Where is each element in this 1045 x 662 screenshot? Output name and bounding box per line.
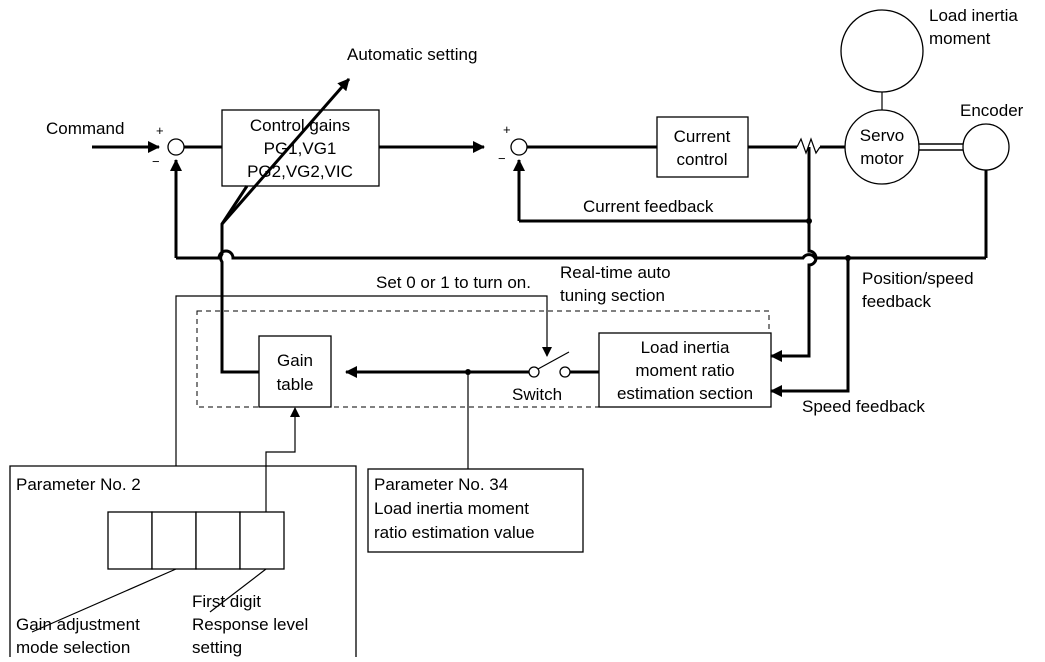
switch-blade [537, 351, 570, 370]
gain-adjust-leader [31, 568, 177, 633]
first-digit-line1: First digit [192, 592, 261, 611]
param2-digit-3 [151, 511, 197, 570]
param34-line3: ratio estimation value [374, 523, 535, 542]
current-feedback-label: Current feedback [583, 197, 714, 216]
load-inertia-circle [840, 9, 924, 93]
param2-digit-4 [107, 511, 153, 570]
current-control-line1: Current [674, 127, 731, 146]
first-digit-line3: setting [192, 638, 242, 657]
estimation-line3: estimation section [617, 384, 753, 403]
set-on-label: Set 0 or 1 to turn on. [376, 273, 531, 292]
gain-table-to-gains-line [219, 185, 259, 374]
estimation-line1: Load inertia [641, 338, 730, 357]
estimation-section-box [598, 332, 772, 408]
realtime-section-line1: Real-time auto [560, 263, 671, 282]
position-feedback-line2: feedback [862, 292, 931, 311]
control-gains-box [221, 109, 380, 187]
current-control-box [656, 116, 749, 178]
sum1-minus: − [152, 154, 160, 169]
switch-control-line [175, 295, 552, 466]
realtime-tuning-section-box [196, 310, 770, 408]
servo-motor-line1: Servo [860, 126, 904, 145]
gain-table-line2: table [277, 375, 314, 394]
control-gains-line2: PG1,VG1 [264, 139, 337, 158]
param2-digit-2 [195, 511, 241, 570]
param2-box [9, 465, 357, 657]
realtime-section-line2: tuning section [560, 286, 665, 305]
sum2-plus: + [503, 122, 511, 137]
load-inertia-line1: Load inertia [929, 6, 1018, 25]
gain-table-line1: Gain [277, 351, 313, 370]
gain-adjust-line2: mode selection [16, 638, 130, 657]
switch-label: Switch [512, 385, 562, 404]
first-digit-leader [209, 568, 267, 613]
sum1-plus: + [156, 123, 164, 138]
command-label: Command [46, 119, 124, 138]
param34-line2: Load inertia moment [374, 499, 529, 518]
param2-label: Parameter No. 2 [16, 475, 141, 494]
param34-box [367, 468, 584, 553]
encoder-label: Encoder [960, 101, 1024, 120]
summing-junction-2 [510, 138, 528, 156]
automatic-setting-arrow [220, 78, 351, 225]
gain-adjust-line1: Gain adjustment [16, 615, 140, 634]
param34-line1: Parameter No. 34 [374, 475, 508, 494]
servo-motor-line2: motor [860, 149, 904, 168]
first-digit-line2: Response level [192, 615, 308, 634]
current-sensor-mark [796, 137, 821, 155]
servo-motor-circle [844, 109, 920, 185]
param2-digit-1 [239, 511, 285, 570]
position-feedback-horizontal [176, 249, 986, 260]
gain-table-box [258, 335, 332, 408]
automatic-setting-label: Automatic setting [347, 45, 477, 64]
sum2-minus: − [498, 151, 506, 166]
current-control-line2: control [676, 150, 727, 169]
speed-feedback-label: Speed feedback [802, 397, 925, 416]
switch-contact-right [559, 366, 571, 378]
response-level-line [265, 421, 296, 512]
switch-contact-left [528, 366, 540, 378]
control-gains-line1: Control gains [250, 116, 350, 135]
encoder-circle [962, 123, 1010, 171]
speed-to-estimation-line [786, 258, 850, 393]
position-feedback-line1: Position/speed [862, 269, 974, 288]
load-inertia-line2: moment [929, 29, 991, 48]
summing-junction-1 [167, 138, 185, 156]
current-to-estimation-line [786, 221, 818, 358]
estimation-line2: moment ratio [635, 361, 734, 380]
